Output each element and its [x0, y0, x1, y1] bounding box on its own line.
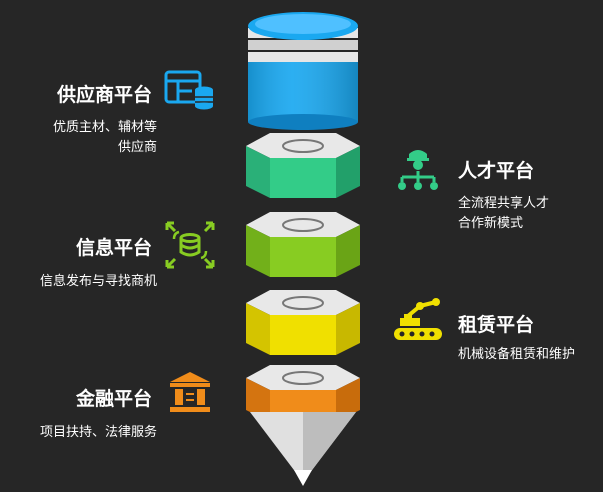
info-platform-desc: 信息发布与寻找商机	[40, 272, 157, 292]
bank-building-icon	[170, 372, 210, 412]
talent-desc-line1: 全流程共享人才	[458, 196, 550, 211]
rental-platform-title: 租赁平台	[458, 314, 535, 336]
info-hex-nut	[246, 212, 360, 277]
rental-platform-desc: 机械设备租赁和维护	[458, 345, 575, 365]
rental-hex-nut	[246, 290, 360, 355]
supplier-desc-line2: 供应商	[117, 140, 157, 155]
talent-platform-title: 人才平台	[458, 160, 535, 182]
talent-desc-line2: 合作新模式	[458, 216, 524, 231]
supplier-cylinder	[248, 12, 358, 130]
talent-hierarchy-icon	[398, 150, 438, 190]
talent-platform-desc: 全流程共享人才 合作新模式	[458, 194, 549, 234]
supplier-platform-title: 供应商平台	[56, 84, 152, 106]
supplier-platform-desc: 优质主材、辅材等 供应商	[53, 118, 157, 158]
finance-platform-desc: 项目扶持、法律服务	[40, 423, 157, 443]
supplier-desc-line1: 优质主材、辅材等	[52, 120, 157, 135]
info-platform-title: 信息平台	[75, 237, 152, 259]
robot-arm-conveyor-icon	[394, 298, 442, 340]
rental-desc-line1: 机械设备租赁和维护	[458, 347, 576, 362]
info-database-arrows-icon	[165, 221, 215, 269]
talent-hex-nut	[246, 133, 360, 198]
pencil-tip	[250, 412, 356, 486]
info-desc-line1: 信息发布与寻找商机	[39, 274, 157, 289]
supplier-table-db-icon	[164, 70, 213, 110]
finance-platform-title: 金融平台	[75, 388, 152, 410]
finance-desc-line1: 项目扶持、法律服务	[39, 425, 157, 440]
